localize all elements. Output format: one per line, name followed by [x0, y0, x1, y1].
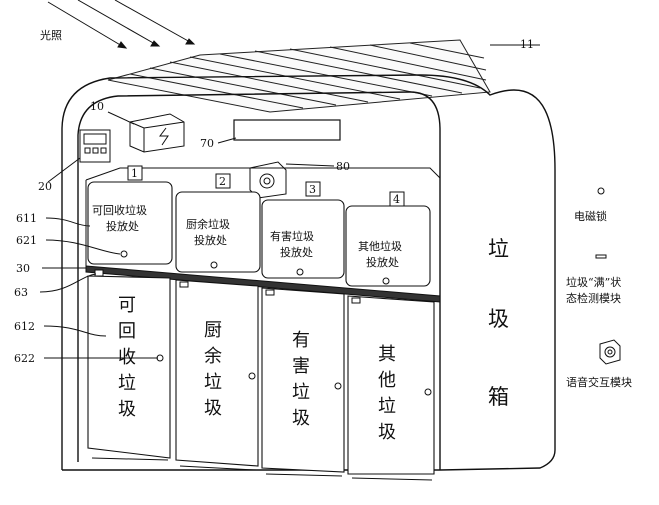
door-2-char: 厨	[204, 320, 222, 341]
door-text-1: 可 回 收 垃 圾	[118, 295, 136, 420]
door-3-char: 害	[292, 356, 310, 377]
opening-3-line1: 有害垃圾	[270, 229, 314, 243]
lock-icon	[120, 250, 128, 258]
opening-locks	[120, 250, 390, 285]
opening-1-line1: 可回收垃圾	[92, 203, 147, 217]
compartment-number-3: 3	[309, 183, 316, 196]
opening-1[interactable]	[87, 181, 173, 265]
door-4[interactable]	[347, 295, 435, 475]
light-arrows	[47, 0, 196, 49]
lock-icon	[248, 372, 256, 380]
door-2-char: 圾	[204, 398, 222, 419]
opening-4[interactable]	[345, 205, 431, 287]
divider-strip	[85, 265, 441, 303]
door-text-4: 其 他 垃 圾	[378, 344, 396, 443]
opening-4-line2: 投放处	[366, 255, 399, 269]
label-612: 612	[14, 320, 35, 333]
light-label: 光照	[40, 28, 62, 42]
lock-icon	[334, 382, 342, 390]
door-text-3: 有 害 垃 圾	[292, 330, 310, 429]
door-sensors	[179, 281, 361, 304]
compartment-number-boxes	[127, 165, 405, 207]
legend-lock-label: 电磁锁	[574, 209, 607, 223]
opening-3[interactable]	[261, 199, 345, 279]
deposit-openings	[87, 181, 431, 287]
legend-voice-label: 语音交互模块	[566, 375, 632, 389]
legend-sensor-icon	[595, 254, 607, 259]
opening-4-line1: 其他垃圾	[358, 239, 402, 253]
label-30: 30	[16, 262, 30, 275]
door-1-char: 可	[118, 295, 136, 316]
legend-lock-icon	[597, 187, 605, 195]
label-63: 63	[14, 286, 28, 299]
door-4-char: 垃	[378, 396, 396, 417]
legend-full-line1: 垃圾“满”状	[566, 275, 621, 289]
upper-shelf	[85, 167, 441, 268]
door-2[interactable]	[175, 279, 259, 467]
lock-icon	[382, 277, 390, 285]
compartment-number-2: 2	[219, 175, 226, 188]
side-title-char: 垃	[488, 237, 509, 261]
door-3[interactable]	[261, 287, 345, 473]
door-1-char: 垃	[118, 373, 136, 394]
battery-icon	[129, 113, 185, 153]
legend-speaker-icon	[599, 339, 621, 365]
lock-icon	[296, 268, 304, 276]
door-2-char: 垃	[204, 372, 222, 393]
door-1-char: 圾	[118, 399, 136, 420]
label-70: 70	[200, 137, 214, 150]
opening-1-line2: 投放处	[106, 219, 139, 233]
door-feet	[91, 457, 433, 481]
label-611: 611	[16, 212, 37, 225]
label-11: 11	[520, 38, 534, 51]
label-20: 20	[38, 180, 52, 193]
door-text-2: 厨 余 垃 圾	[204, 320, 222, 419]
door-3-char: 有	[292, 330, 310, 351]
display-screen	[233, 119, 341, 141]
side-title-char: 箱	[488, 385, 509, 409]
label-80: 80	[336, 160, 350, 173]
lower-doors	[87, 275, 435, 475]
door-4-char: 圾	[378, 422, 396, 443]
door-3-char: 垃	[292, 382, 310, 403]
door-2-char: 余	[204, 346, 222, 367]
door-1[interactable]	[87, 275, 171, 459]
legend-full-line2: 态检测模块	[566, 291, 621, 305]
side-title-char: 圾	[488, 307, 509, 331]
label-621: 621	[16, 234, 37, 247]
opening-2-line2: 投放处	[194, 233, 227, 247]
door-4-char: 他	[378, 370, 396, 391]
lock-icon	[424, 388, 432, 396]
opening-3-line2: 投放处	[280, 245, 313, 259]
control-panel	[79, 129, 111, 163]
opening-2-line1: 厨余垃圾	[186, 217, 230, 231]
label-622: 622	[14, 352, 35, 365]
voice-module	[249, 161, 287, 199]
compartment-number-4: 4	[393, 193, 400, 206]
opening-2[interactable]	[175, 191, 261, 273]
label-10: 10	[90, 100, 104, 113]
lock-icon	[210, 261, 218, 269]
door-1-char: 回	[118, 321, 136, 342]
door-locks	[156, 354, 432, 396]
door-3-char: 圾	[292, 408, 310, 429]
door-4-char: 其	[378, 344, 396, 365]
full-sensor	[94, 269, 104, 277]
compartment-number-1: 1	[131, 167, 138, 180]
